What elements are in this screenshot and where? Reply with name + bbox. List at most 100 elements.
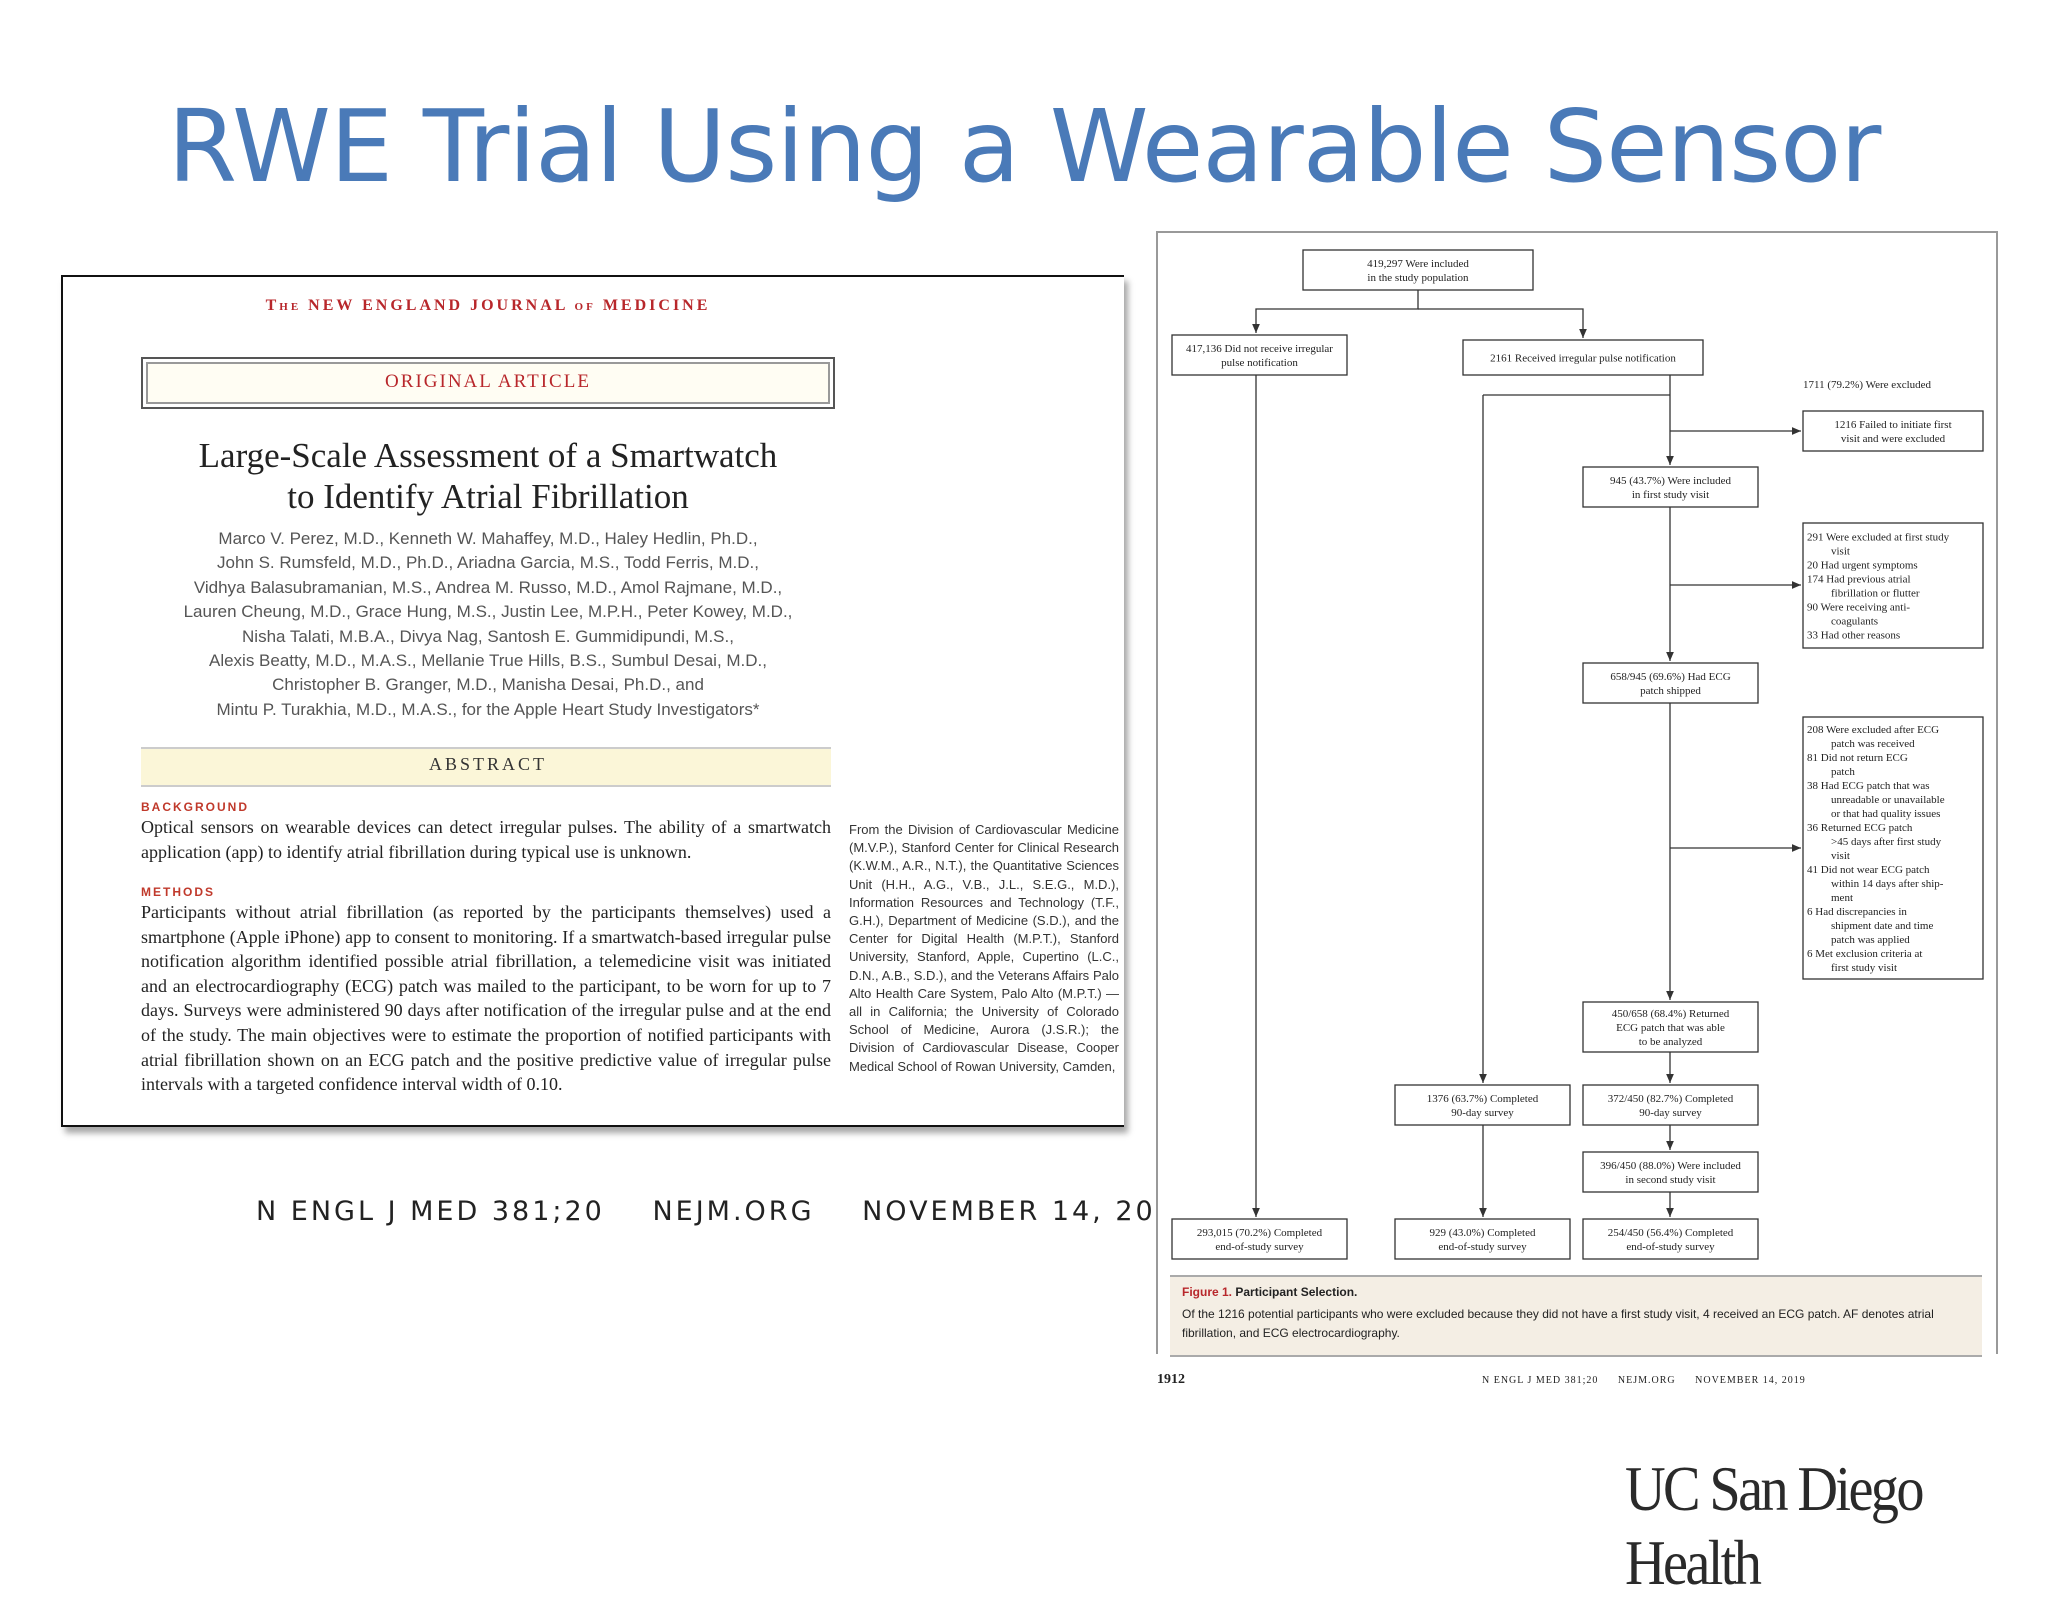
flow-box-text: or that had quality issues [1831,808,1940,820]
author-line: Lauren Cheung, M.D., Grace Hung, M.S., J… [183,602,793,622]
flow-box-text: visit [1831,546,1850,558]
author-line: Nisha Talati, M.B.A., Divya Nag, Santosh… [242,626,734,646]
citation-site: NEJM.ORG [652,1196,815,1227]
flow-box-text: in the study population [1367,272,1469,284]
flow-box-text: end-of-study survey [1215,1241,1304,1253]
author-line: Vidhya Balasubramanian, M.S., Andrea M. … [193,577,783,597]
flow-box-end-929: 929 (43.0%) Completed end-of-study survey [1394,1218,1571,1260]
flow-box-second-visit: 396/450 (88.0%) Were included in second s… [1582,1151,1759,1193]
citation-site: NEJM.ORG [1617,1375,1676,1386]
article-page: The NEW ENGLAND JOURNAL of MEDICINE ORIG… [61,275,1124,1127]
flow-box-text: patch was received [1831,738,1915,750]
flow-box-text: 291 Were excluded at first study [1807,532,1950,544]
flow-box-text: 929 (43.0%) Completed [1429,1227,1536,1239]
uc-san-diego-health-logo: UC San Diego Health [1625,1453,1924,1598]
flow-box-text: end-of-study survey [1438,1241,1527,1253]
flow-box-text: 90-day survey [1451,1107,1514,1119]
flow-box-text: 81 Did not return ECG [1807,752,1908,764]
article-title-line: to Identify Atrial Fibrillation [287,477,689,516]
author-line: Christopher B. Granger, M.D., Manisha De… [272,675,704,695]
author-line: Marco V. Perez, M.D., Kenneth W. Mahaffe… [218,529,758,548]
author-line: John S. Rumsfeld, M.D., Ph.D., Ariadna G… [217,553,759,573]
flow-box-text: 1216 Failed to initiate first [1834,419,1951,431]
author-line: Alexis Beatty, M.D., M.A.S., Mellanie Tr… [208,651,767,671]
flow-box-text: patch [1831,766,1855,778]
citation-date: NOVEMBER 14, 2019 [1695,1375,1806,1386]
flow-box-text: 38 Had ECG patch that was [1807,780,1930,792]
background-heading: BACKGROUND [141,800,249,814]
flow-box-excluded-after-ecg: 208 Were excluded after ECG patch was rec… [1802,716,1984,980]
flow-box-text: 6 Met exclusion criteria at [1807,948,1922,960]
flow-box-text: 945 (43.7%) Were included [1610,475,1732,487]
author-line: Mintu P. Turakhia, M.D., M.A.S., for the… [216,699,760,719]
flow-box-text: shipment date and time [1831,920,1933,932]
flow-box-text: ECG patch that was able [1616,1022,1725,1034]
figure-page: 419,297 Were included in the study popula… [1156,231,1998,1357]
flow-box-text: 419,297 Were included [1367,258,1469,270]
flow-box-text: coagulants [1831,616,1878,628]
journal-name: The NEW ENGLAND JOURNAL of MEDICINE [265,297,711,314]
abstract-label: ABSTRACT [428,754,548,774]
flow-box-text: unreadable or unavailable [1831,794,1945,806]
article-citation: N ENGL J MED 381;20 NEJM.ORG NOVEMBER 14… [256,1196,1232,1227]
affiliation-text: From the Division of Cardiovascular Medi… [849,822,1119,1074]
flow-box-text: pulse notification [1221,357,1298,369]
page-number: 1912 [1157,1372,1185,1387]
flow-box-text: in second study visit [1625,1174,1715,1186]
flow-box-text: patch shipped [1640,685,1701,697]
figure-caption-title: Figure 1. Participant Selection. [1182,1285,1357,1299]
excluded-total-label: 1711 (79.2%) Were excluded [1803,379,1932,391]
flow-box-text: 417,136 Did not receive irregular [1186,343,1333,355]
flow-box-text: patch was applied [1831,934,1910,946]
flow-box-text: fibrillation or flutter [1831,588,1920,600]
participant-flowchart: 419,297 Were included in the study popula… [1171,249,1984,1260]
flow-box-text: 208 Were excluded after ECG [1807,724,1939,736]
flow-box-text: 90 Were receiving anti- [1807,602,1910,614]
citation-journal: N ENGL J MED 381;20 [1482,1375,1599,1386]
abstract-bar [141,747,831,787]
author-list: Marco V. Perez, M.D., Kenneth W. Mahaffe… [83,527,893,722]
flow-box-end-254: 254/450 (56.4%) Completed end-of-study su… [1582,1218,1759,1260]
flow-box-text: 1376 (63.7%) Completed [1427,1093,1539,1105]
flow-box-ecg-shipped: 658/945 (69.6%) Had ECG patch shipped [1582,662,1759,704]
citation-journal: N ENGL J MED 381;20 [256,1196,605,1227]
flow-box-text: 254/450 (56.4%) Completed [1608,1227,1734,1239]
flow-box-text: end-of-study survey [1626,1241,1715,1253]
figure-citation: N ENGL J MED 381;20 NEJM.ORG NOVEMBER 14… [1482,1375,1822,1386]
citation-date: NOVEMBER 14, 2019 [862,1196,1197,1227]
flow-connector [1418,308,1587,338]
flow-box-notification: 2161 Received irregular pulse notificati… [1462,339,1704,376]
flow-box-text: visit and were excluded [1841,433,1946,445]
methods-heading: METHODS [141,885,215,899]
flow-box-text: 2161 Received irregular pulse notificati… [1490,353,1676,365]
slide-title: RWE Trial Using a Wearable Sensor [167,88,1882,205]
flow-box-end-293015: 293,015 (70.2%) Completed end-of-study su… [1171,1218,1348,1260]
flow-box-text: ment [1831,892,1853,904]
flow-box-text: within 14 days after ship- [1831,878,1944,890]
flow-box-failed-initiate: 1216 Failed to initiate first visit and w… [1802,410,1984,452]
figure-caption-text: Of the 1216 potential participants who w… [1182,1307,1934,1340]
flow-box-text: 658/945 (69.6%) Had ECG [1610,671,1730,683]
flow-box-survey-1376: 1376 (63.7%) Completed 90-day survey [1394,1084,1571,1126]
flow-box-text: 174 Had previous atrial [1807,574,1911,586]
figure-caption-box [1170,1275,1982,1357]
flow-box-text: 90-day survey [1639,1107,1702,1119]
flow-connector [1252,290,1419,333]
flow-box-text: 450/658 (68.4%) Returned [1612,1008,1730,1020]
methods-text: Participants without atrial fibrillation… [141,902,831,1095]
flow-box-text: in first study visit [1632,489,1709,501]
article-type: ORIGINAL ARTICLE [385,371,591,392]
flow-box-first-visit: 945 (43.7%) Were included in first study … [1582,466,1759,508]
article-title: Large-Scale Assessment of a Smartwatch t… [103,435,873,517]
flow-box-text: 396/450 (88.0%) Were included [1600,1160,1741,1172]
flow-box-text: 33 Had other reasons [1807,630,1900,642]
figure-title: Participant Selection. [1235,1285,1358,1299]
flow-box-excluded-first-visit: 291 Were excluded at first studyvisit20 … [1802,522,1984,649]
article-title-line: Large-Scale Assessment of a Smartwatch [198,436,778,475]
flow-box-population: 419,297 Were included in the study popula… [1302,249,1534,291]
flow-box-text: first study visit [1831,962,1897,974]
flow-box-text: to be analyzed [1639,1036,1703,1048]
flow-box-text: 293,015 (70.2%) Completed [1197,1227,1323,1239]
